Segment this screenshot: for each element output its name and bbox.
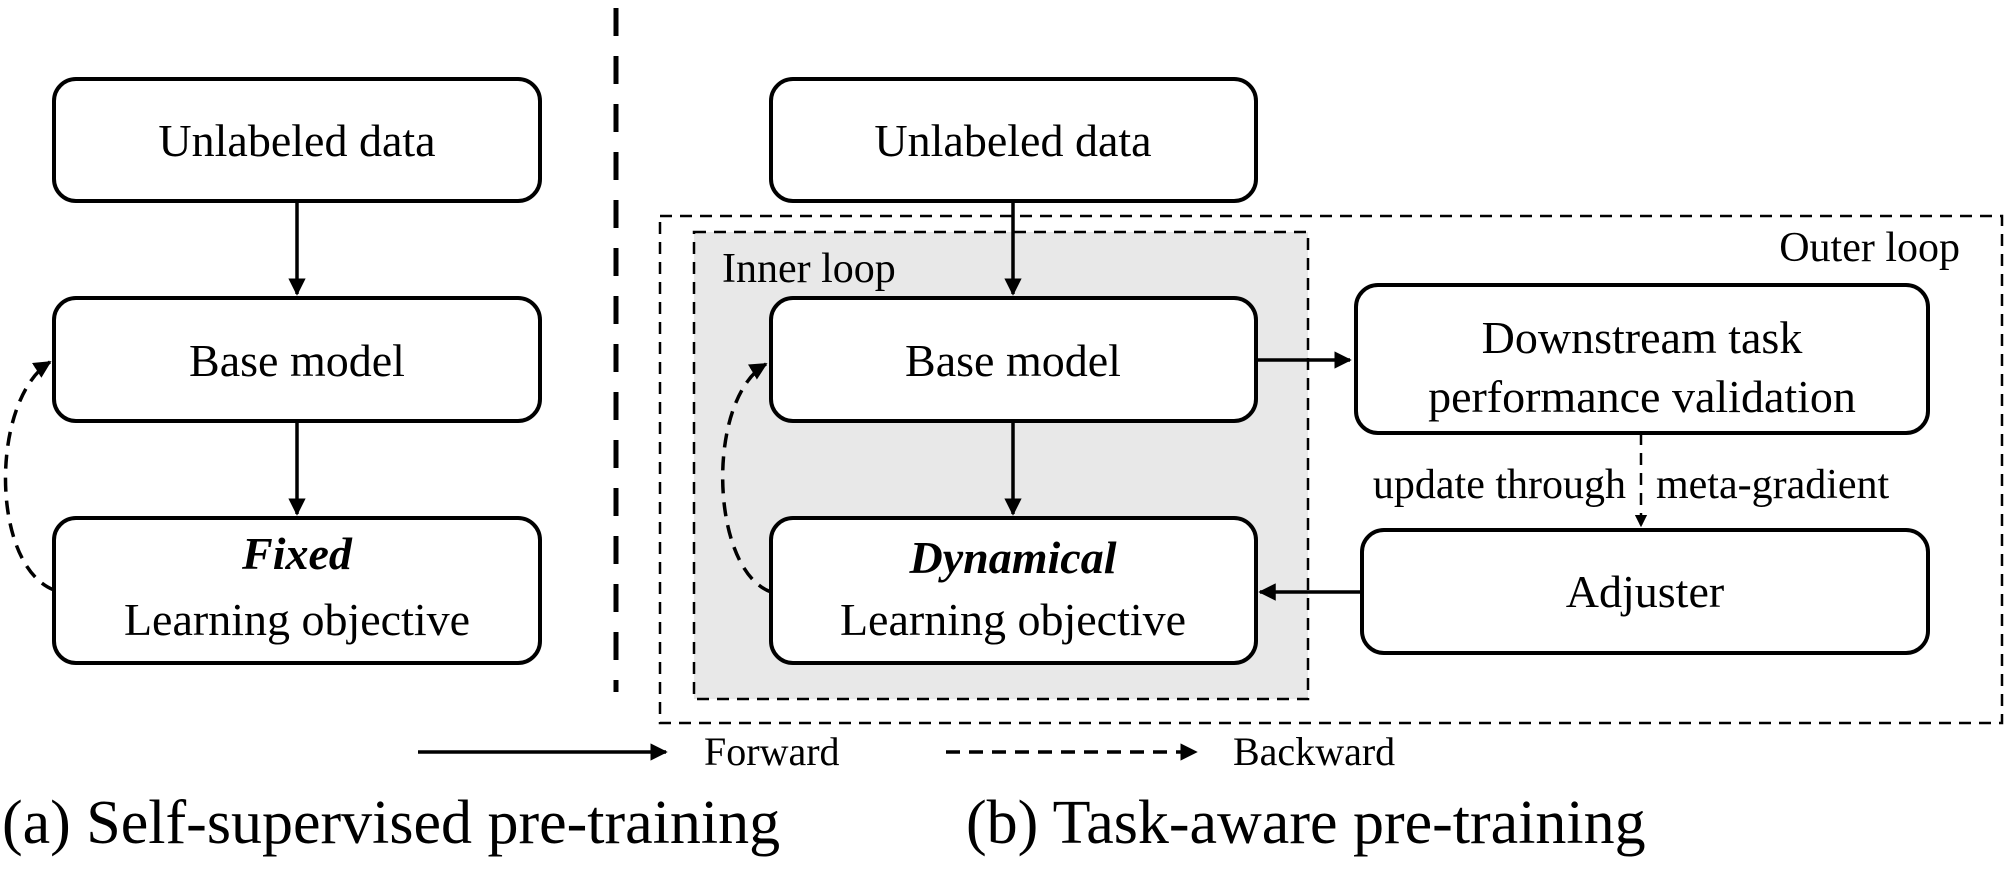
update-through-label: update through (1373, 462, 1626, 508)
inner-loop-label: Inner loop (722, 246, 896, 292)
objective-emphasis-b: Dynamical (909, 532, 1117, 583)
unlabeled-data-label-b: Unlabeled data (874, 115, 1151, 166)
meta-gradient-label: meta-gradient (1656, 462, 1890, 508)
legend-forward-label: Forward (704, 729, 840, 774)
adjuster-box: Adjuster (1360, 528, 1930, 655)
outer-loop-region (658, 214, 2004, 725)
unlabeled-data-box-b: Unlabeled data (769, 77, 1258, 203)
unlabeled-data-box-a: Unlabeled data (52, 77, 542, 203)
caption-a: (a) Self-supervised pre-training (2, 789, 780, 857)
backward-loop-arrow-a (3, 360, 55, 592)
caption-b: (b) Task-aware pre-training (966, 789, 1646, 857)
outer-loop-label: Outer loop (1779, 225, 1960, 271)
base-model-box-b: Base model (769, 296, 1258, 423)
objective-emphasis-a: Fixed (241, 528, 353, 579)
legend-backward-label: Backward (1233, 729, 1395, 774)
legend: Forward Backward (418, 729, 1395, 774)
objective-label-a: Learning objective (124, 594, 470, 645)
downstream-line2: performance validation (1428, 371, 1856, 422)
panel-b: Outer loop Inner loop Unlabeled data Bas… (658, 77, 2004, 725)
adjuster-label: Adjuster (1566, 566, 1724, 617)
unlabeled-data-label-a: Unlabeled data (158, 115, 435, 166)
dynamical-objective-box-b: Dynamical Learning objective (769, 516, 1258, 665)
downstream-validation-box: Downstream task performance validation (1354, 283, 1930, 435)
base-model-label-b: Base model (905, 335, 1121, 386)
fixed-objective-box-a: Fixed Learning objective (52, 516, 542, 665)
base-model-box-a: Base model (52, 296, 542, 423)
backward-loop-arrow-b (721, 362, 772, 594)
panel-a: Unlabeled data Base model Fixed Learning… (3, 77, 542, 665)
downstream-line1: Downstream task (1482, 312, 1803, 363)
objective-label-b: Learning objective (840, 594, 1186, 645)
base-model-label-a: Base model (189, 335, 405, 386)
